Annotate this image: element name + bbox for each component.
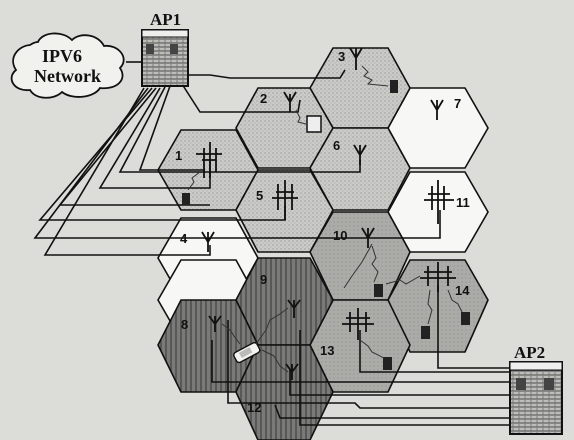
ap1-wires xyxy=(33,69,441,256)
antenna-10-icon xyxy=(361,227,375,248)
ap2-wires xyxy=(211,285,510,426)
antenna-12-icon xyxy=(285,363,299,380)
ap2-device: AP2 xyxy=(509,343,563,435)
antenna-icons xyxy=(196,47,456,380)
antenna-13-icon xyxy=(342,308,374,340)
laptop-icon xyxy=(306,115,322,133)
cell-3-label: 3 xyxy=(338,49,345,64)
antenna-2-icon xyxy=(283,91,297,112)
phone-icon xyxy=(461,312,470,325)
cell-2-label: 2 xyxy=(260,91,267,106)
mobile-devices xyxy=(182,80,470,370)
antenna-8-icon xyxy=(208,315,222,332)
cell-7-label: 7 xyxy=(454,96,461,111)
phone-icon xyxy=(390,80,398,93)
ap1-device: AP1 xyxy=(141,10,189,87)
antenna-5-icon xyxy=(272,180,298,220)
antenna-11-icon xyxy=(424,180,454,224)
cell-1-label: 1 xyxy=(175,148,182,163)
cell-6-label: 6 xyxy=(333,138,340,153)
cell-14-label: 14 xyxy=(455,283,470,298)
antenna-1-icon xyxy=(196,142,222,178)
ap1-label: AP1 xyxy=(150,10,181,29)
radio-links xyxy=(187,65,463,373)
cloud-label-line2: Network xyxy=(34,66,101,86)
antenna-9-icon xyxy=(287,299,301,318)
phone-icon xyxy=(383,357,392,370)
antenna-3-icon xyxy=(349,47,363,70)
antenna-4-icon xyxy=(201,231,215,252)
phone-icon xyxy=(374,284,383,297)
antenna-6-icon xyxy=(353,144,367,165)
cell-8-label: 8 xyxy=(181,317,188,332)
cell-11-label: 11 xyxy=(456,195,470,210)
cloud-label-line1: IPV6 xyxy=(42,46,82,66)
cloud-shape xyxy=(10,32,125,99)
cell-5-label: 5 xyxy=(256,188,263,203)
antenna-7-icon xyxy=(430,99,444,120)
ap2-label: AP2 xyxy=(514,343,545,362)
ap1-rack xyxy=(141,29,189,87)
cell-13-label: 13 xyxy=(320,343,334,358)
ipv6-cloud: IPV6 Network xyxy=(10,32,125,99)
antenna-14-icon xyxy=(420,262,456,292)
car-icon xyxy=(233,341,261,364)
phone-icon xyxy=(421,326,430,339)
cell-10-label: 10 xyxy=(333,228,347,243)
phone-icon xyxy=(182,193,190,205)
ap2-rack xyxy=(509,361,563,435)
cell-9-label: 9 xyxy=(260,272,267,287)
